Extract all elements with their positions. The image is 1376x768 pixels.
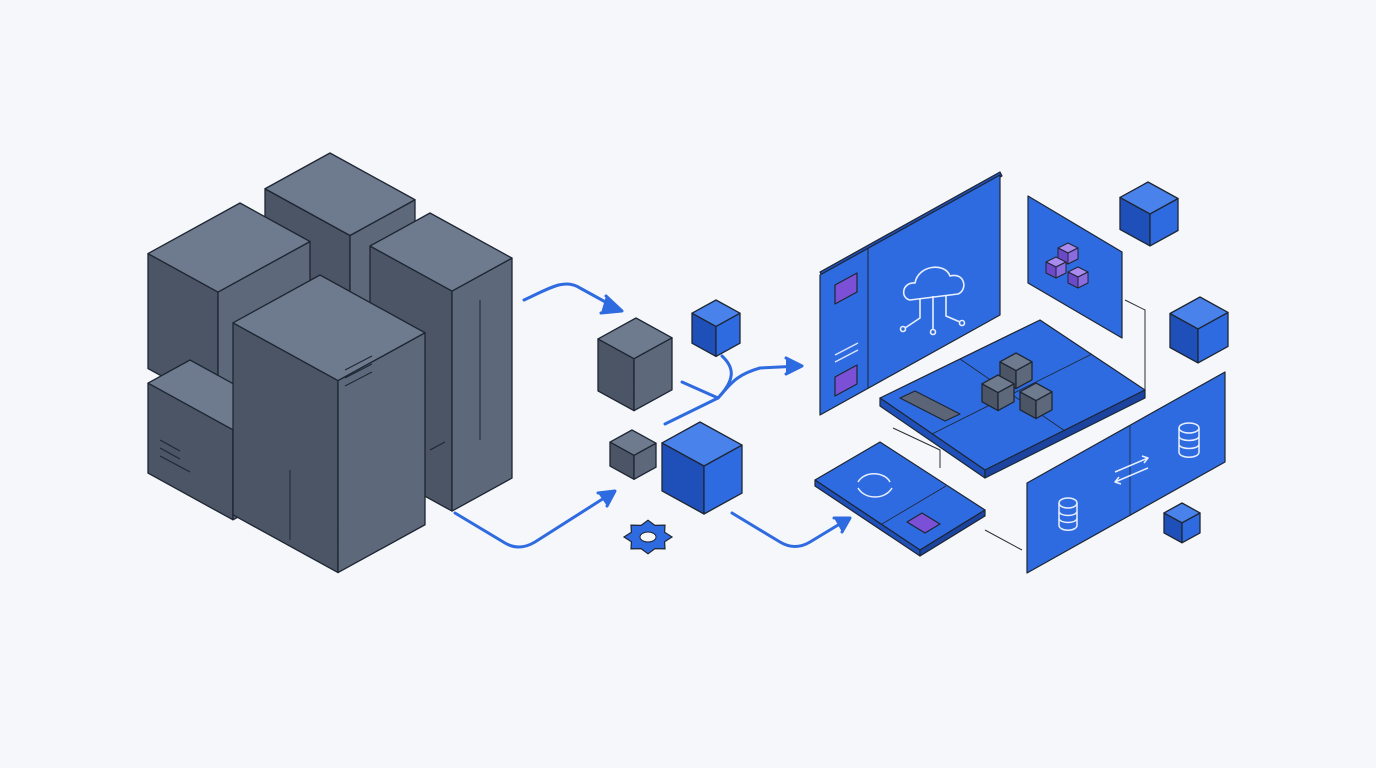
flow-arrows <box>453 282 852 549</box>
monolith-block-top-face <box>147 202 311 293</box>
connector-lines <box>892 299 1146 551</box>
blue-cube-top-face <box>691 299 741 328</box>
arrow-merge-curl <box>716 354 733 400</box>
monolith-detail-line <box>159 439 181 452</box>
monolith-detail-line <box>159 455 191 473</box>
purple-tile <box>834 364 858 397</box>
monolith-detail-line <box>344 355 373 371</box>
blue-cube-top-face <box>1119 181 1179 215</box>
arrowhead <box>832 516 852 534</box>
monolith-detail-line <box>344 363 373 379</box>
monolith-block-right-face <box>451 257 513 512</box>
platform-gray-cube <box>981 374 1015 412</box>
blue-l-block-top-face <box>661 421 743 467</box>
monolith-detail-line <box>344 371 373 387</box>
cloud-panel <box>819 174 1001 416</box>
blue-cube <box>1163 502 1201 544</box>
arrow-merge-lower <box>663 396 720 426</box>
purple-tile <box>834 272 858 305</box>
arrow-top-left <box>522 282 622 312</box>
database-icon <box>1058 497 1078 531</box>
monolith-detail-line <box>429 441 446 451</box>
database-icon <box>1178 422 1200 458</box>
arrowhead <box>599 294 624 315</box>
cube-cluster-icon <box>1045 242 1089 289</box>
purple-tile <box>906 512 941 534</box>
arrowhead <box>784 356 804 376</box>
monolith-detail-line <box>159 447 181 460</box>
arrowhead <box>596 489 617 508</box>
blue-cube-top-face <box>1169 296 1229 330</box>
cube-cluster-panel <box>1027 195 1123 339</box>
arrow-bottom-left <box>453 491 614 549</box>
blue-cube <box>1119 181 1179 247</box>
platform-gray-cube-top-face <box>1019 382 1053 402</box>
extracted-gray-block-top-face <box>597 317 673 360</box>
ui-panel-edge-right <box>919 509 986 557</box>
blue-cube-top-face <box>1163 502 1201 524</box>
extracted-gray-block <box>597 317 673 412</box>
refresh-icon <box>857 473 893 498</box>
decomposition-pieces <box>597 299 743 555</box>
platform-gray-cube-top-face <box>999 352 1033 372</box>
arrow-bottom-right <box>730 511 850 548</box>
blue-cube <box>691 299 741 358</box>
monolith-block <box>232 274 426 574</box>
service-cubes <box>981 181 1229 544</box>
gray-cube-top-face <box>609 429 657 456</box>
swap-arrows-icon <box>1114 455 1149 485</box>
panel-divider <box>881 485 947 525</box>
menu-lines-icon <box>834 342 859 363</box>
monolith-block-top-face <box>232 274 426 382</box>
blue-l-block <box>661 421 743 515</box>
monolith-block-top-face <box>369 212 513 292</box>
monolith-blocks <box>147 152 513 574</box>
platform-gray-cube <box>999 352 1033 390</box>
platform-gray-cube <box>1019 382 1053 420</box>
platform-bar <box>899 390 961 422</box>
platform-gray-cube-top-face <box>981 374 1015 394</box>
gear-icon <box>622 519 674 555</box>
blue-cube <box>1169 296 1229 364</box>
gray-cube <box>609 429 657 480</box>
monolith-block-top-face <box>264 152 416 237</box>
microservices-platform <box>814 171 1229 574</box>
platform-edge-right <box>984 389 1146 479</box>
cloud-network-icon <box>899 266 966 336</box>
